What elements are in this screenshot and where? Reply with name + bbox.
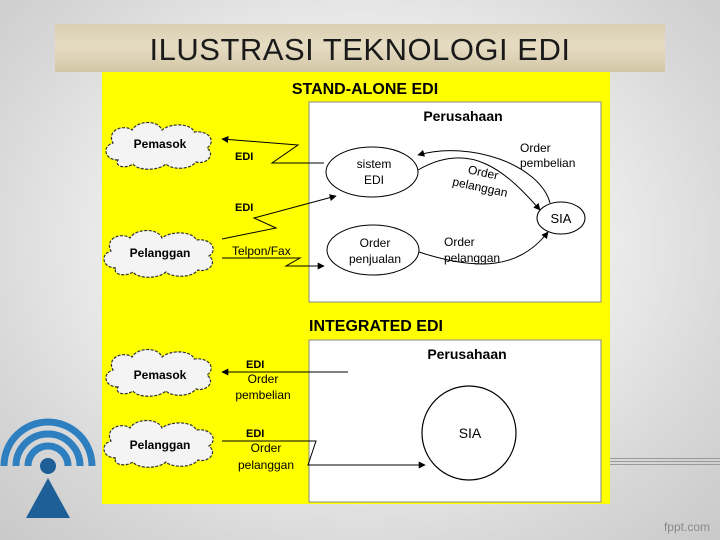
integrated-pemasok-label: Pemasok (134, 368, 187, 382)
standalone-sia-label: SIA (551, 211, 572, 226)
edi-arrow-to-pemasok (221, 136, 324, 164)
order-pelanggan-line2: pelanggan (444, 251, 500, 265)
standalone-pelanggan-cloud: Pelanggan (103, 229, 214, 278)
slide-title: ILUSTRASI TEKNOLOGI EDI (149, 32, 571, 67)
order-pelanggan-line1: Order (444, 235, 475, 249)
telpon-arrow (222, 257, 325, 270)
integrated-pemasok-cloud: Pemasok (105, 348, 212, 397)
wireless-icon (0, 418, 96, 518)
telpon-label: Telpon/Fax (232, 244, 291, 258)
integrated-arrow-pelanggan (222, 440, 426, 469)
integrated-heading: INTEGRATED EDI (309, 318, 443, 335)
standalone-company-label: Perusahaan (423, 108, 502, 124)
curve-sia-to-sistem (417, 149, 551, 204)
standalone-pelanggan-label: Pelanggan (130, 246, 191, 260)
integrated-edi-1: EDI (246, 359, 264, 371)
order-penjualan-node (326, 224, 420, 276)
integrated-company-label: Perusahaan (427, 346, 506, 362)
order-penjualan-line1: Order (360, 236, 391, 250)
edi-label-top: EDI (235, 151, 253, 163)
standalone-heading: STAND-ALONE EDI (292, 81, 438, 98)
integrated-sia-node (421, 385, 517, 481)
curve-penjualan-to-sia (418, 231, 549, 265)
integrated-order-2-line1: Order (251, 441, 282, 455)
title-bar: ILUSTRASI TEKNOLOGI EDI (55, 24, 665, 72)
sistem-label-line1: sistem (357, 157, 392, 171)
integrated-order-1-line1: Order (248, 372, 279, 386)
order-pembelian-line2: pembelian (520, 156, 575, 170)
edi-label-mid: EDI (235, 202, 253, 214)
standalone-pemasok-label: Pemasok (134, 137, 187, 151)
integrated-order-1-line2: pembelian (235, 388, 290, 402)
edi-arrow-to-sistem (221, 194, 337, 240)
integrated-pelanggan-cloud: Pelanggan (103, 419, 214, 468)
order-penjualan-line2: penjualan (349, 252, 401, 266)
standalone-pemasok-cloud: Pemasok (105, 121, 212, 170)
order-pelanggan-curved-line1: Order (467, 163, 500, 183)
sistem-edi-node (325, 146, 419, 198)
curve-sistem-to-sia (417, 157, 541, 211)
decorative-lines (610, 458, 720, 468)
integrated-sia-label: SIA (459, 425, 482, 441)
order-pembelian-line1: Order (520, 141, 551, 155)
integrated-pelanggan-label: Pelanggan (130, 438, 191, 452)
sistem-label-line2: EDI (364, 173, 384, 187)
footer-brand: fppt.com (663, 520, 710, 534)
integrated-order-2-line2: pelanggan (238, 458, 294, 472)
integrated-edi-2: EDI (246, 428, 264, 440)
standalone-sia-node (536, 201, 586, 235)
